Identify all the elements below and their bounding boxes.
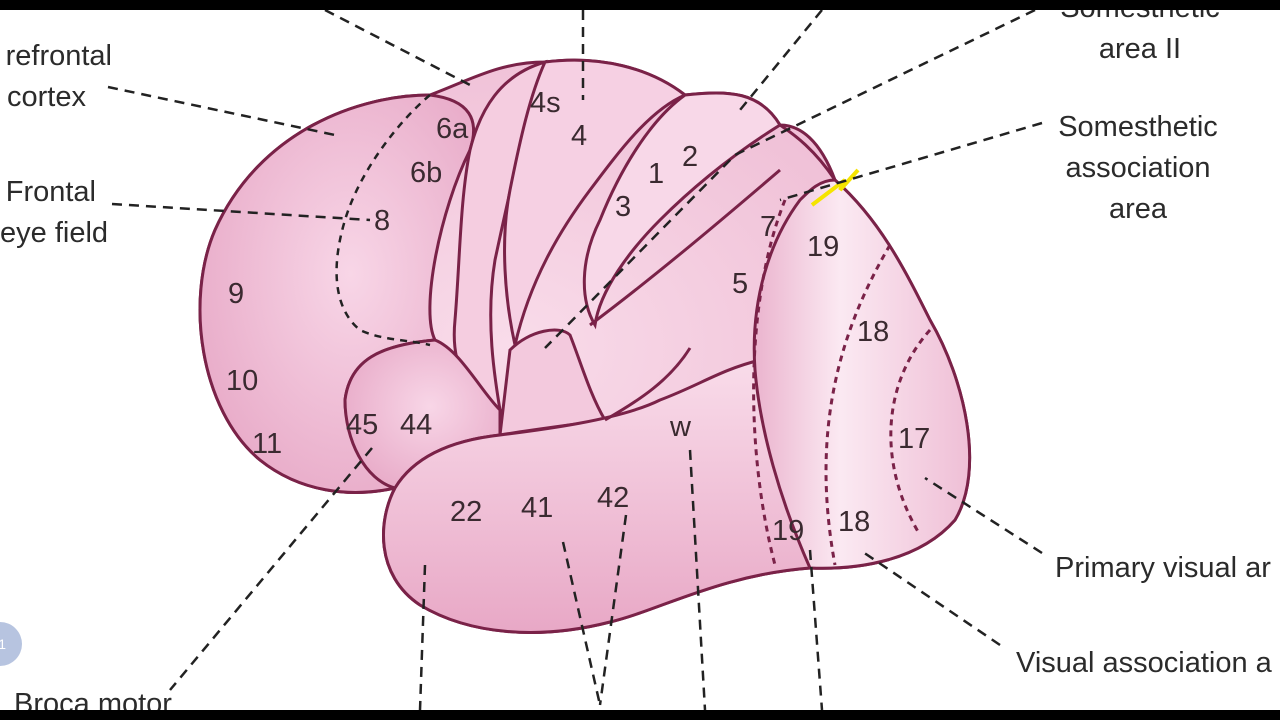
area-5: 5 <box>732 268 748 300</box>
area-18-upper: 18 <box>857 316 889 348</box>
diagram-canvas: 6a 6b 4s 4 1 2 3 8 9 10 11 45 44 7 5 19 … <box>0 10 1280 710</box>
area-7: 7 <box>760 211 776 243</box>
somesthetic-area-ii-label: Somesthetic area II <box>1050 10 1230 70</box>
frontal-eye-field-label: Frontal eye field <box>0 172 108 254</box>
area-4s: 4s <box>530 87 561 119</box>
area-42: 42 <box>597 482 629 514</box>
area-3: 3 <box>615 191 631 223</box>
primary-visual-label: Primary visual ar <box>1055 548 1271 589</box>
area-w: w <box>669 411 692 443</box>
prefrontal-cortex-label: refrontal cortex <box>0 36 112 118</box>
area-22: 22 <box>450 496 482 528</box>
visual-association-label: Visual association a <box>1016 643 1272 684</box>
area-10: 10 <box>226 365 258 397</box>
area-6b: 6b <box>410 157 442 189</box>
area-18-lower: 18 <box>838 506 870 538</box>
broca-motor-label: Broca motor <box>14 684 172 710</box>
area-19-upper: 19 <box>807 231 839 263</box>
area-11: 11 <box>252 428 282 460</box>
area-44: 44 <box>400 409 432 441</box>
area-19-lower: 19 <box>772 515 804 547</box>
prefrontal-cortex-line1: refrontal <box>0 36 112 77</box>
area-45: 45 <box>346 409 378 441</box>
frontal-eye-field-line2: eye field <box>0 213 108 254</box>
area-41: 41 <box>521 492 553 524</box>
area-17: 17 <box>898 423 930 455</box>
area-6a: 6a <box>436 113 469 145</box>
area-9: 9 <box>228 278 244 310</box>
somesthetic-association-line3: area <box>1048 189 1228 230</box>
somesthetic-association-label: Somesthetic association area <box>1048 107 1228 230</box>
somesthetic-association-line1: Somesthetic <box>1048 107 1228 148</box>
area-1: 1 <box>648 158 664 190</box>
area-2: 2 <box>682 141 698 173</box>
area-8: 8 <box>374 205 390 237</box>
prefrontal-cortex-line2: cortex <box>0 77 112 118</box>
somesthetic-area-ii-line2: area II <box>1050 29 1230 70</box>
somesthetic-association-line2: association <box>1048 148 1228 189</box>
somesthetic-area-ii-line1: Somesthetic <box>1050 10 1230 29</box>
area-4: 4 <box>571 120 587 152</box>
frontal-eye-field-line1: Frontal <box>0 172 108 213</box>
